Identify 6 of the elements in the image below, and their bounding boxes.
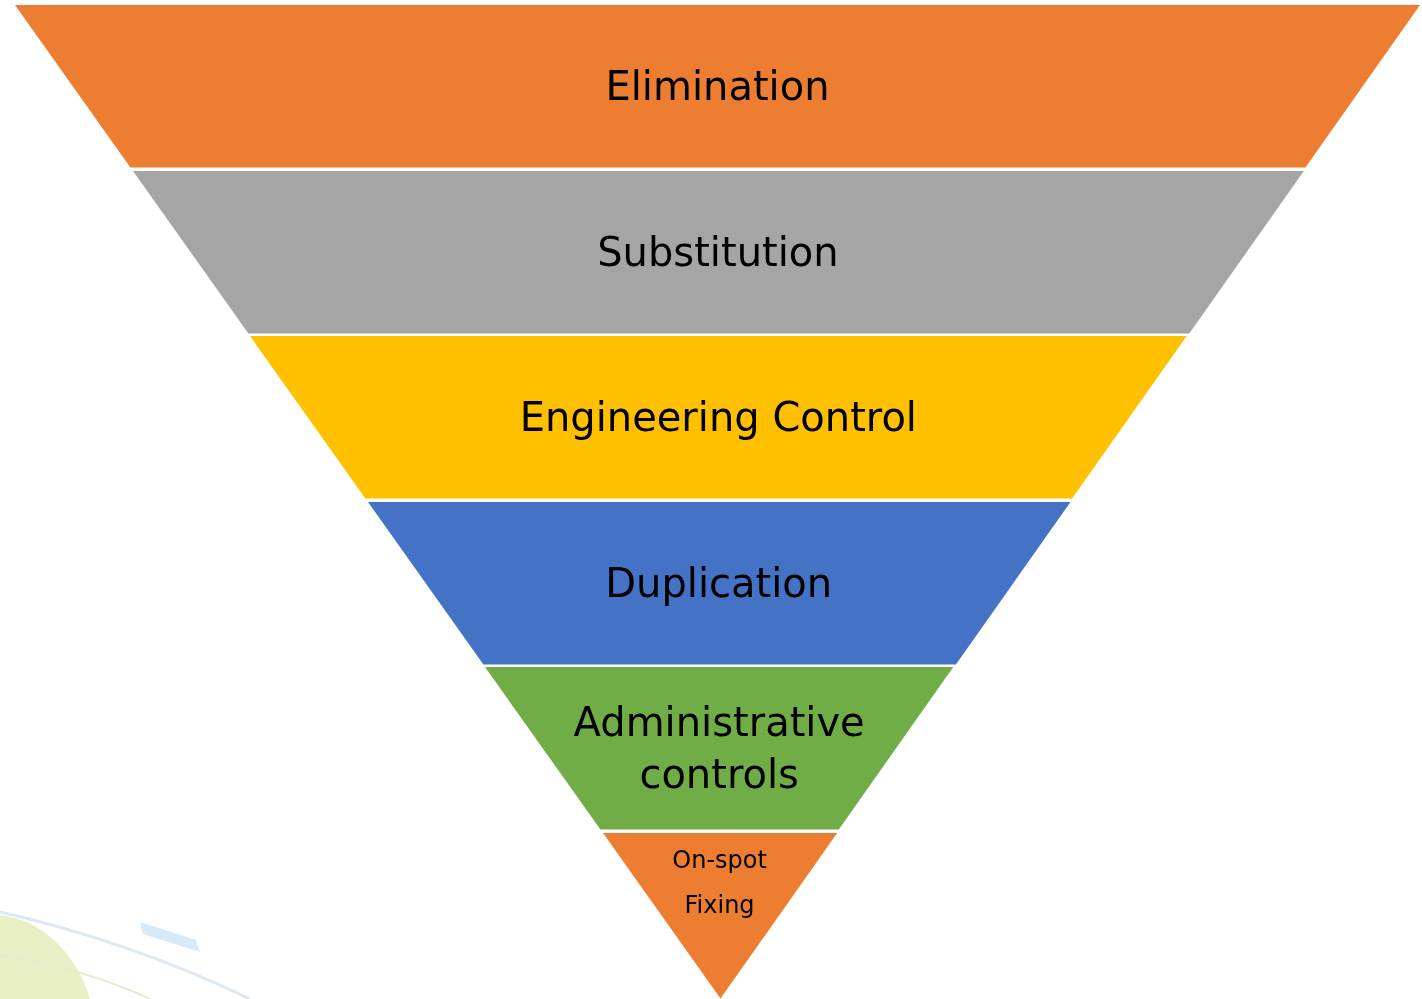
band-label: Elimination xyxy=(605,62,830,112)
band-label: Duplication xyxy=(605,558,833,608)
band-label: On-spot Fixing xyxy=(671,844,768,921)
band-label: Substitution xyxy=(597,227,839,277)
band-label: Administrative controls xyxy=(572,698,866,800)
band-label: Engineering Control xyxy=(519,393,917,443)
